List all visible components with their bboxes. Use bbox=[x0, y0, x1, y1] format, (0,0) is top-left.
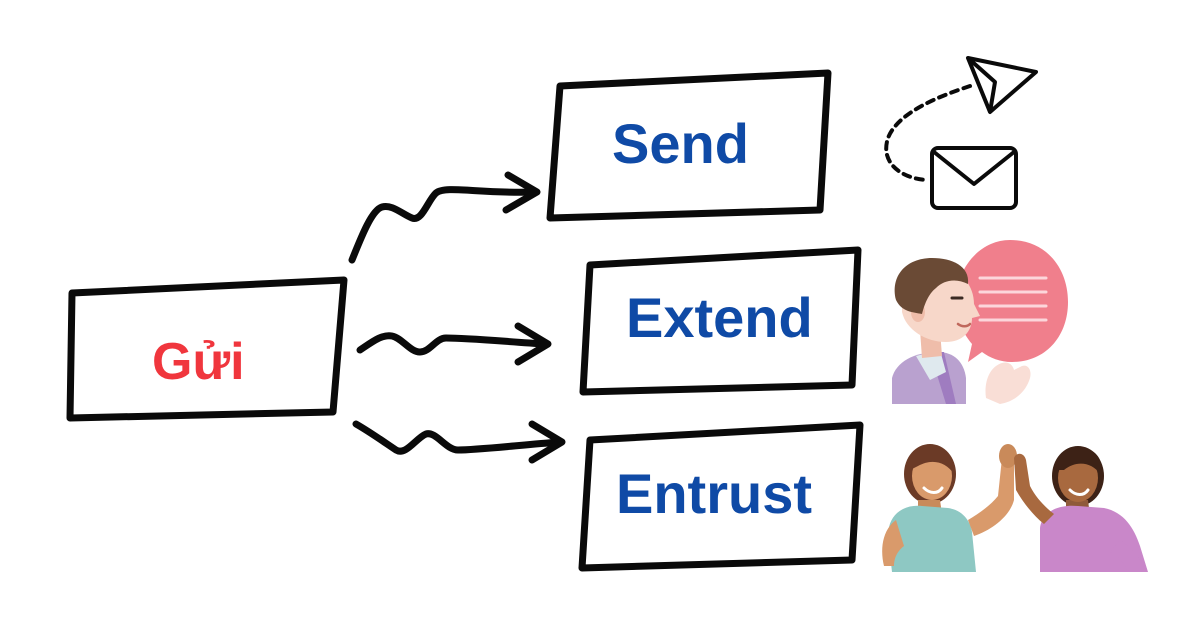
arrow-to-extend bbox=[356, 322, 552, 366]
target-label-entrust: Entrust bbox=[616, 462, 812, 525]
arrow-to-entrust bbox=[352, 420, 566, 464]
speaking-man-icon bbox=[892, 240, 1068, 404]
target-label-extend: Extend bbox=[626, 286, 813, 349]
dashed-flight-path bbox=[884, 84, 972, 182]
arrow-to-send bbox=[348, 171, 541, 264]
target-label-send: Send bbox=[612, 112, 749, 175]
source-box bbox=[66, 276, 348, 422]
high-five-icon bbox=[882, 444, 1148, 572]
target-box-entrust bbox=[578, 421, 864, 572]
paper-plane-icon bbox=[966, 56, 1038, 114]
target-box-send bbox=[546, 69, 832, 222]
envelope-icon bbox=[930, 146, 1018, 210]
target-box-extend bbox=[579, 246, 862, 396]
source-label: Gửi bbox=[152, 333, 245, 391]
